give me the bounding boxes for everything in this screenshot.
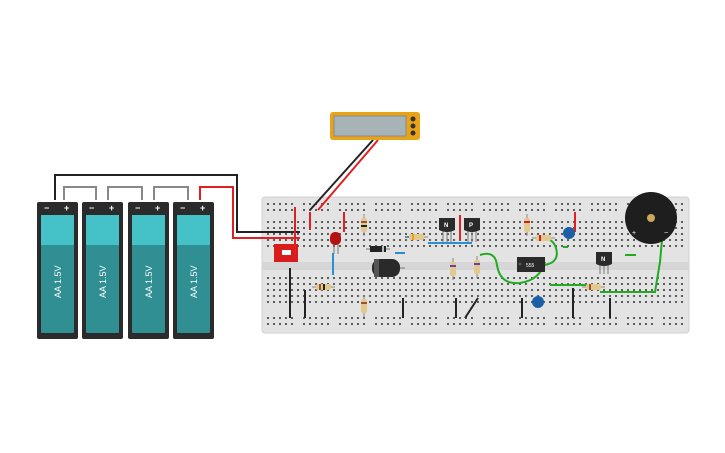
battery-label: AA 1.5V [189, 265, 199, 298]
battery-label: AA 1.5V [53, 265, 63, 298]
ceramic-capacitor[interactable] [563, 227, 575, 239]
battery-3[interactable]: − + AA 1.5V [128, 202, 169, 339]
transistor-npn[interactable]: N [596, 252, 612, 274]
resistor[interactable] [582, 284, 605, 290]
resistor[interactable] [405, 234, 428, 240]
buzzer-minus-label: − [664, 230, 668, 237]
battery-wires [54, 174, 300, 239]
diode[interactable] [366, 246, 390, 252]
timer-ic[interactable]: 555 [517, 257, 545, 272]
ceramic-capacitor[interactable] [532, 296, 544, 308]
resistor[interactable] [474, 256, 480, 278]
battery-plus-label: + [109, 203, 114, 213]
resistor[interactable] [312, 284, 335, 290]
slide-switch[interactable] [274, 244, 298, 262]
transistor-label: P [469, 223, 473, 229]
electrolytic-capacitor[interactable] [372, 259, 405, 277]
battery-minus-label: − [44, 203, 49, 213]
buzzer-plus-label: + [632, 230, 636, 237]
timer-ic-label: 555 [526, 263, 535, 269]
battery-label: AA 1.5V [98, 265, 108, 298]
resistor[interactable] [361, 295, 367, 317]
breadboard-wires [289, 207, 663, 319]
battery-label: AA 1.5V [144, 265, 154, 298]
battery-plus-label: + [155, 203, 160, 213]
battery-4[interactable]: − + AA 1.5V [173, 202, 214, 339]
led[interactable] [330, 232, 341, 254]
battery-1[interactable]: − + AA 1.5V [37, 202, 78, 339]
battery-minus-label: − [89, 203, 94, 213]
resistor[interactable] [524, 214, 530, 236]
resistor[interactable] [450, 258, 456, 280]
resistors [312, 214, 605, 317]
multimeter-port-icon[interactable] [410, 123, 416, 129]
multimeter[interactable] [309, 112, 420, 211]
transistor-pnp[interactable]: P [464, 218, 480, 242]
multimeter-port-icon[interactable] [410, 130, 416, 136]
battery-plus-label: + [200, 203, 205, 213]
multimeter-knob-icon[interactable] [410, 116, 416, 122]
transistor-label: N [601, 257, 605, 263]
transistor-npn[interactable]: N [439, 218, 455, 242]
resistor[interactable] [361, 214, 367, 236]
battery-pack[interactable]: − + AA 1.5V − + AA 1.5V − + AA 1.5V − + … [37, 202, 214, 339]
battery-minus-label: − [135, 203, 140, 213]
battery-minus-label: − [180, 203, 185, 213]
resistor[interactable] [532, 235, 555, 241]
battery-plus-label: + [64, 203, 69, 213]
transistor-label: N [444, 223, 448, 229]
battery-2[interactable]: − + AA 1.5V [82, 202, 123, 339]
piezo-buzzer[interactable]: + − [625, 192, 677, 244]
